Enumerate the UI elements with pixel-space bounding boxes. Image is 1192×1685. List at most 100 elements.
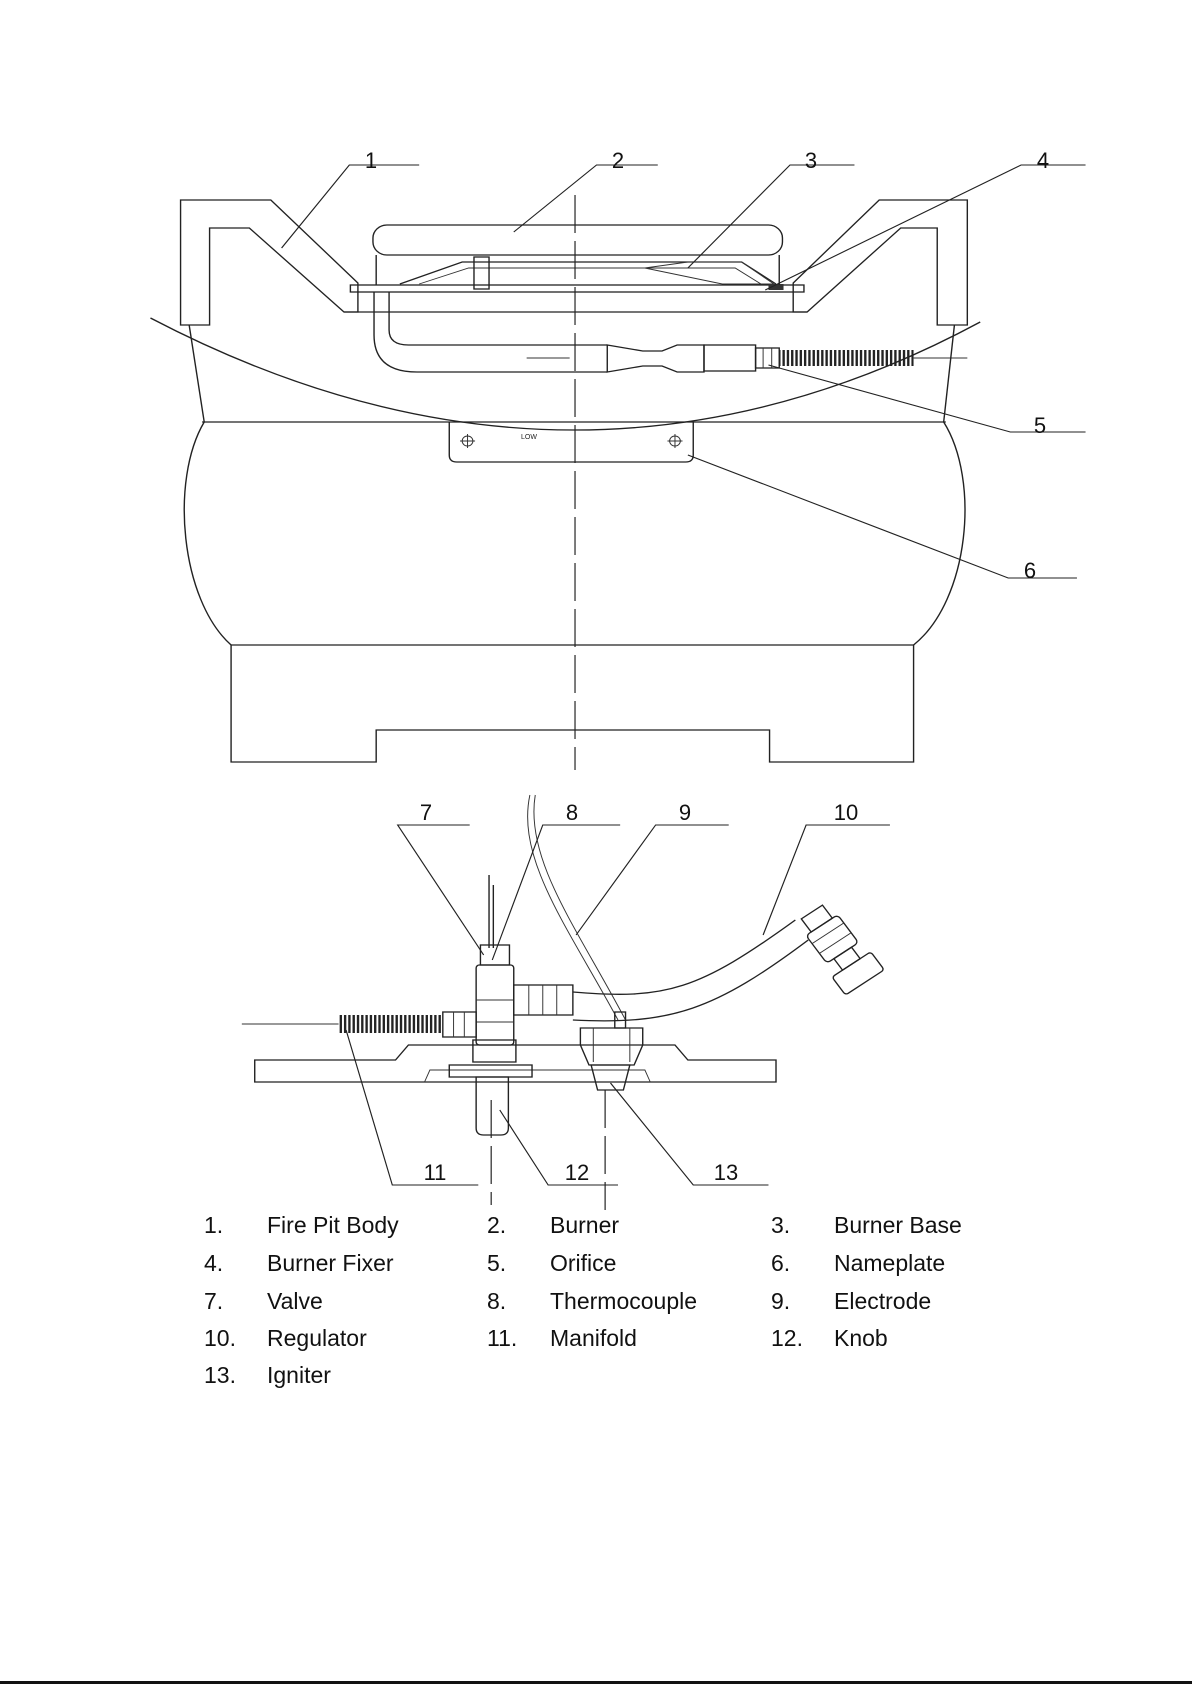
- valve-inlet-nut-lines: [454, 1012, 465, 1037]
- part-name: Electrode: [834, 1287, 931, 1315]
- lower-body-right-bulge: [914, 422, 965, 645]
- callout-7: 7: [420, 800, 432, 825]
- orifice-hex-nut: [756, 348, 780, 368]
- nameplate-screw-right-icon: [667, 434, 682, 448]
- fire-pit-body-right-wall: [793, 200, 967, 325]
- part-name: Knob: [834, 1324, 888, 1352]
- part-number: 7.: [204, 1287, 223, 1315]
- valve-body: [476, 965, 514, 1045]
- callout-9-leader: [576, 825, 729, 935]
- thermocouple-probe: [489, 875, 493, 948]
- part-entry: 4. Burner Fixer: [204, 1249, 474, 1277]
- part-number: 8.: [487, 1287, 506, 1315]
- part-number: 10.: [204, 1324, 236, 1352]
- part-entry: 11.Manifold: [487, 1324, 757, 1352]
- part-entry: 6. Nameplate: [771, 1249, 1041, 1277]
- callout-6: 6: [1024, 558, 1036, 583]
- burner-base-plate: [350, 285, 804, 292]
- fire-pit-base: [231, 645, 913, 762]
- callout-11: 11: [424, 1160, 447, 1185]
- part-number: 3.: [771, 1211, 790, 1239]
- valve-outlet-fitting: [514, 985, 573, 1015]
- orifice-fitting: [704, 345, 756, 371]
- lower-body-left-bulge: [184, 422, 231, 645]
- part-number: 1.: [204, 1211, 223, 1239]
- nameplate-screw-left-icon: [460, 434, 475, 448]
- part-name: Nameplate: [834, 1249, 945, 1277]
- callout-1: 1: [365, 148, 377, 173]
- callout-13-leader: [610, 1083, 768, 1185]
- callout-10: 10: [834, 800, 858, 825]
- callout-5: 5: [1034, 413, 1046, 438]
- part-number: 11.: [487, 1324, 517, 1352]
- part-entry: 8. Thermocouple: [487, 1287, 757, 1315]
- part-name: Burner Fixer: [267, 1249, 394, 1277]
- part-name: Valve: [267, 1287, 323, 1315]
- burner-base-sheen: [645, 262, 774, 284]
- burner-top-ring: [373, 225, 782, 255]
- part-name: Orifice: [550, 1249, 616, 1277]
- part-entry: 2. Burner: [487, 1211, 757, 1239]
- nameplate-label: LOW: [521, 434, 537, 441]
- part-entry: 10. Regulator: [204, 1324, 474, 1352]
- part-entry: 5. Orifice: [487, 1249, 757, 1277]
- callout-12-leader: [500, 1110, 618, 1185]
- callout-11-leader: [346, 1030, 478, 1185]
- part-name: Fire Pit Body: [267, 1211, 399, 1239]
- nameplate: [449, 422, 693, 462]
- valve-body-detail: [476, 1000, 514, 1022]
- callout-3: 3: [805, 148, 817, 173]
- valve-flange: [449, 1065, 532, 1077]
- part-entry: 13.Igniter: [204, 1361, 474, 1389]
- fire-pit-section-view: [150, 165, 1085, 770]
- regulator-knob-grip: [832, 952, 884, 995]
- part-name: Burner Base: [834, 1211, 962, 1239]
- callout-8: 8: [566, 800, 578, 825]
- part-name: Regulator: [267, 1324, 367, 1352]
- valve-inlet-nut: [443, 1012, 476, 1037]
- regulator: [793, 899, 885, 995]
- part-number: 6.: [771, 1249, 790, 1277]
- part-entry: 1. Fire Pit Body: [204, 1211, 474, 1239]
- callout-9: 9: [679, 800, 691, 825]
- callout-6-leader: [688, 455, 1077, 578]
- callout-12: 12: [565, 1160, 589, 1185]
- callout-3-leader: [688, 165, 855, 268]
- burner-tube-outer: [374, 292, 607, 372]
- part-number: 9.: [771, 1287, 790, 1315]
- fire-pit-body-left-wall: [181, 200, 358, 325]
- thermocouple-nut: [480, 945, 509, 965]
- part-entry: 7. Valve: [204, 1287, 474, 1315]
- thermocouple-wire-b: [534, 795, 626, 1020]
- upper-body-left-edge: [189, 325, 204, 422]
- igniter-body: [580, 1028, 642, 1065]
- part-number: 4.: [204, 1249, 223, 1277]
- callout-10-leader: [763, 825, 890, 935]
- valve-assembly-view: [242, 795, 890, 1210]
- part-entry: 12. Knob: [771, 1324, 1041, 1352]
- part-entry: 3. Burner Base: [771, 1211, 1041, 1239]
- part-number: 12.: [771, 1324, 803, 1352]
- valve-outlet-nut-lines: [529, 985, 557, 1015]
- callout-13: 13: [714, 1160, 738, 1185]
- part-number: 5.: [487, 1249, 506, 1277]
- part-number: 13.: [204, 1361, 236, 1389]
- part-name: Thermocouple: [550, 1287, 697, 1315]
- callout-4: 4: [1037, 148, 1049, 173]
- callout-1-leader: [282, 165, 420, 248]
- manifold-flex-hose: [339, 1015, 443, 1033]
- orifice-nozzle: [607, 345, 704, 372]
- part-entry: 9. Electrode: [771, 1287, 1041, 1315]
- igniter-tip: [591, 1065, 630, 1090]
- regulator-hose-top: [573, 920, 795, 994]
- callout-7-leader: [398, 825, 484, 955]
- part-name: Burner: [550, 1211, 619, 1239]
- callout-2-leader: [514, 165, 658, 232]
- regulator-hose-bottom: [573, 940, 808, 1021]
- cut-section-arc: [150, 318, 980, 430]
- valve-base: [473, 1040, 516, 1062]
- mounting-plate-channel: [425, 1070, 651, 1082]
- burner-inner-profile: [400, 262, 776, 284]
- part-number: 2.: [487, 1211, 506, 1239]
